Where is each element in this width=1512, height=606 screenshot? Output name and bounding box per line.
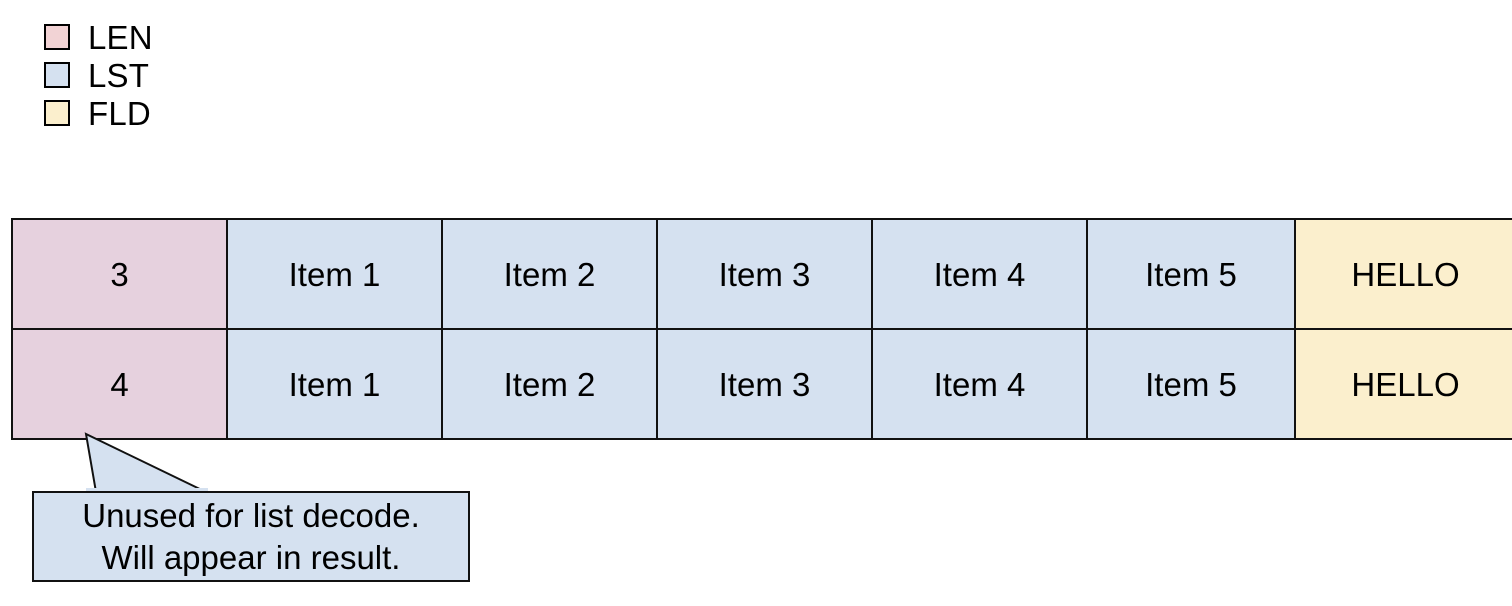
color-swatch-icon [44, 62, 70, 88]
callout-pointer-tail [84, 432, 208, 496]
legend-item-label: LEN [88, 18, 153, 56]
table-cell-lst: Item 4 [871, 218, 1088, 330]
callout-tail-shape [84, 432, 207, 493]
callout-line-1: Unused for list decode. [82, 496, 420, 534]
table-cell-lst: Item 5 [1086, 328, 1296, 440]
table-cell-lst: Item 5 [1086, 218, 1296, 330]
table-cell-lst: Item 2 [441, 328, 658, 440]
legend-item-label: FLD [88, 94, 151, 132]
table-cell-fld: HELLO [1294, 218, 1512, 330]
legend-item-label: LST [88, 56, 150, 94]
table-cell-lst: Item 2 [441, 218, 658, 330]
table-cell-lst: Item 1 [226, 218, 443, 330]
table-cell-fld: HELLO [1294, 328, 1512, 440]
table-cell-lst: Item 3 [656, 218, 873, 330]
legend-item-len: LEN [44, 18, 344, 56]
table-cell-lst: Item 3 [656, 328, 873, 440]
callout-box: Unused for list decode. Will appear in r… [32, 491, 470, 582]
legend-item-fld: FLD [44, 94, 344, 132]
callout-line-2: Will appear in result. [101, 538, 401, 576]
color-swatch-icon [44, 100, 70, 126]
color-swatch-icon [44, 24, 70, 50]
legend-item-lst: LST [44, 56, 344, 94]
table-cell-len: 4 [11, 328, 228, 440]
table-cell-lst: Item 4 [871, 328, 1088, 440]
table-cell-lst: Item 1 [226, 328, 443, 440]
table-cell-len: 3 [11, 218, 228, 330]
